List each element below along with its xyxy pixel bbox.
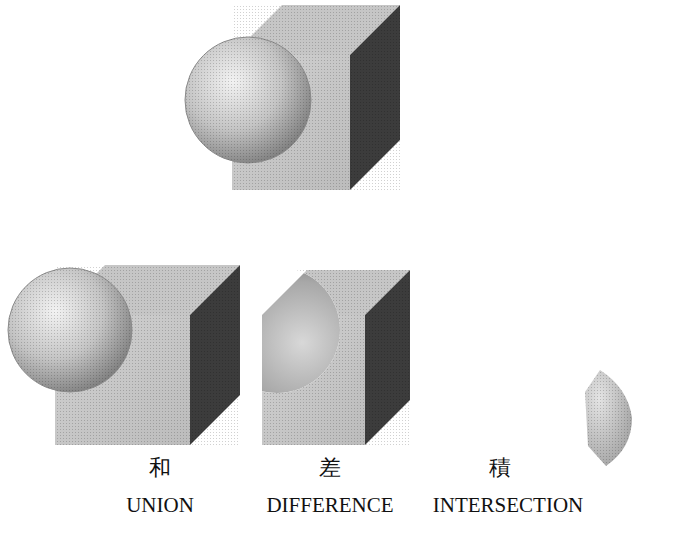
operands-figure — [185, 5, 400, 190]
operation-kanji: 和 — [149, 456, 171, 480]
operation-name: UNION — [126, 494, 194, 517]
operation-name: DIFFERENCE — [266, 494, 393, 517]
intersection-figure — [585, 370, 632, 466]
operation-kanji: 差 — [319, 456, 341, 480]
operation-name: INTERSECTION — [433, 494, 584, 517]
sphere — [185, 37, 311, 163]
difference-figure — [214, 267, 410, 445]
intersection-solid — [585, 370, 632, 466]
sphere-texture — [185, 37, 311, 163]
intersection-texture — [585, 370, 632, 466]
operation-kanji: 積 — [489, 456, 511, 480]
sphere — [8, 268, 132, 392]
sphere-texture — [8, 268, 132, 392]
cube-texture — [262, 270, 410, 445]
union-figure — [8, 265, 240, 445]
